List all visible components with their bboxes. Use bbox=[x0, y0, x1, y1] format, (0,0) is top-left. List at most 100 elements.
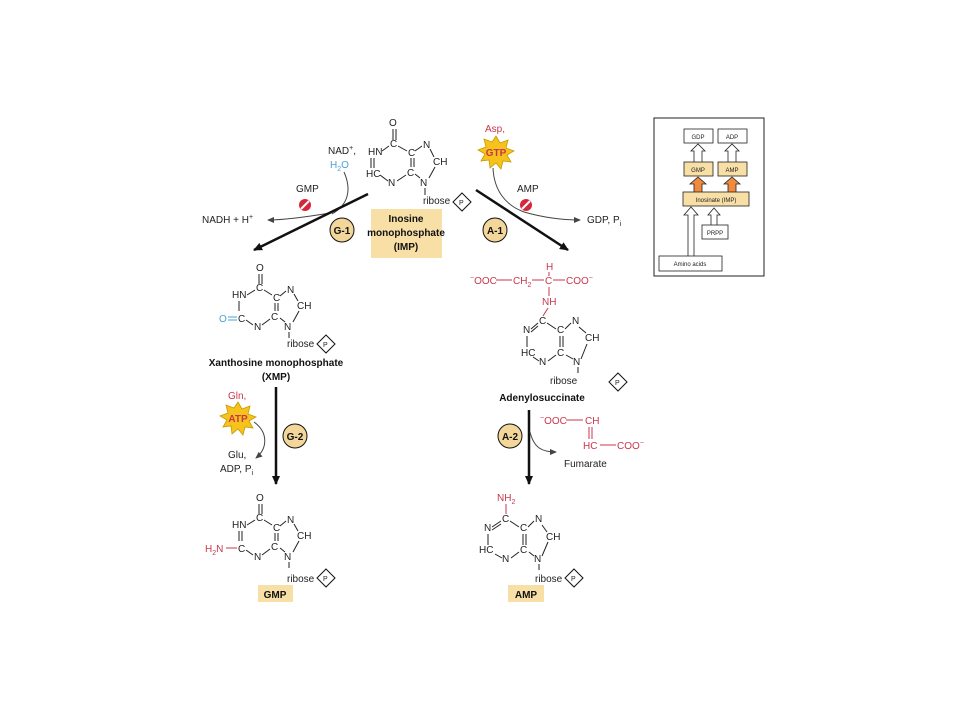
svg-text:C: C bbox=[557, 348, 564, 359]
svg-text:C: C bbox=[238, 544, 245, 555]
svg-text:P: P bbox=[323, 342, 328, 349]
svg-text:−OOC: −OOC bbox=[470, 275, 497, 287]
svg-text:HN: HN bbox=[232, 520, 246, 531]
svg-text:O: O bbox=[256, 263, 264, 274]
inset-gmp-label: GMP bbox=[691, 168, 705, 174]
svg-text:NH: NH bbox=[542, 297, 556, 308]
svg-text:CH: CH bbox=[546, 532, 560, 543]
svg-text:C: C bbox=[273, 523, 280, 534]
svg-text:C: C bbox=[557, 325, 564, 336]
inset-gdp-label: GDP bbox=[691, 135, 704, 141]
svg-text:CH: CH bbox=[297, 301, 311, 312]
atom-c: C bbox=[390, 139, 397, 150]
svg-text:ribose: ribose bbox=[550, 376, 578, 387]
phosphate-icon bbox=[452, 192, 472, 212]
svg-text:H: H bbox=[546, 262, 553, 273]
svg-text:−OOC: −OOC bbox=[540, 415, 567, 427]
phosphate-label: P bbox=[459, 200, 464, 207]
atom-hc: HC bbox=[366, 169, 380, 180]
nadh-label: NADH + H+ bbox=[202, 214, 253, 226]
imp-structure: O HN C C N CH HC N C N ribose P bbox=[366, 118, 472, 212]
fumarate-structure: −OOC CH HC COO− bbox=[540, 415, 644, 452]
atom-ch: CH bbox=[433, 157, 447, 168]
svg-text:C: C bbox=[256, 513, 263, 524]
inset-gmp-box bbox=[683, 161, 714, 177]
svg-text:C: C bbox=[545, 276, 552, 287]
inset-overview: GDP ADP GMP AMP Inosinate (IMP) PRPP Ami… bbox=[653, 117, 765, 277]
xmp-name-line2: (XMP) bbox=[262, 372, 290, 383]
svg-text:N: N bbox=[284, 552, 291, 563]
step-a1-label: A-1 bbox=[487, 226, 504, 237]
h2o-label: H2O bbox=[330, 160, 349, 173]
svg-text:N: N bbox=[573, 357, 580, 368]
inhibit-icon bbox=[520, 199, 532, 211]
svg-text:N: N bbox=[539, 357, 546, 368]
cofactor-curve bbox=[331, 171, 349, 215]
adenylosuccinate-name: Adenylosuccinate bbox=[499, 393, 585, 404]
inset-inosinate-label: Inosinate (IMP) bbox=[696, 198, 737, 204]
step-a2-label: A-2 bbox=[502, 432, 519, 443]
amp-inhibitor-label: AMP bbox=[517, 184, 539, 195]
svg-text:C: C bbox=[238, 314, 245, 325]
svg-text:HC: HC bbox=[479, 545, 493, 556]
atom-o: O bbox=[389, 118, 397, 129]
svg-text:P: P bbox=[571, 576, 576, 583]
svg-text:P: P bbox=[323, 576, 328, 583]
imp-name-line2: monophosphate bbox=[367, 228, 445, 239]
amp-structure: NH2 C N C N CH HC N C N ribose P bbox=[479, 493, 584, 588]
svg-text:HC: HC bbox=[521, 348, 535, 359]
imp-label-box bbox=[371, 209, 442, 258]
svg-text:N: N bbox=[287, 285, 294, 296]
step-g2-label: G-2 bbox=[287, 432, 304, 443]
adenylosuccinate-structure: H −OOC CH2 C COO− NH C N C N CH HC N C N… bbox=[470, 262, 628, 392]
glu-label: Glu, bbox=[228, 450, 246, 461]
svg-text:N: N bbox=[534, 554, 541, 565]
inset-adp-label: ADP bbox=[726, 135, 738, 141]
gmp-structure: O HN C C N CH H2N C N C N ribose P bbox=[205, 493, 336, 588]
svg-text:C: C bbox=[271, 542, 278, 553]
svg-text:C: C bbox=[273, 293, 280, 304]
nad-label: NAD+, bbox=[328, 145, 356, 157]
inset-amp-box bbox=[717, 161, 748, 177]
inset-amino-label: Amino acids bbox=[674, 262, 707, 268]
svg-text:ribose: ribose bbox=[287, 339, 315, 350]
atom-n: N bbox=[420, 178, 427, 189]
step-g1-label: G-1 bbox=[334, 226, 351, 237]
asp-label: Asp, bbox=[485, 124, 505, 135]
step-g2-badge bbox=[282, 423, 308, 449]
svg-text:N: N bbox=[254, 322, 261, 333]
imp-name-line1: Inosine bbox=[388, 214, 423, 225]
inhibit-icon bbox=[299, 199, 311, 211]
svg-text:HN: HN bbox=[232, 290, 246, 301]
svg-text:H2N: H2N bbox=[205, 544, 223, 557]
svg-text:N: N bbox=[572, 316, 579, 327]
svg-text:C: C bbox=[520, 545, 527, 556]
atp-star-icon: ATP bbox=[219, 401, 257, 436]
svg-text:O: O bbox=[256, 493, 264, 504]
inset-gdp-box bbox=[683, 128, 714, 144]
inset-adp-box bbox=[717, 128, 748, 144]
svg-text:N: N bbox=[502, 554, 509, 565]
atp-curve bbox=[253, 421, 266, 459]
svg-text:C: C bbox=[520, 523, 527, 534]
inset-amino-box bbox=[658, 255, 723, 272]
svg-text:CH: CH bbox=[297, 531, 311, 542]
inset-prpp-label: PRPP bbox=[707, 231, 723, 237]
svg-text:O: O bbox=[219, 314, 227, 325]
svg-text:C: C bbox=[539, 316, 546, 327]
svg-text:COO−: COO− bbox=[566, 275, 593, 287]
xmp-structure: O HN C C N CH O C N C N ribose P bbox=[219, 263, 336, 354]
svg-text:CH: CH bbox=[585, 416, 599, 427]
svg-text:ribose: ribose bbox=[535, 574, 563, 585]
gmp-label-box bbox=[258, 585, 293, 602]
svg-text:N: N bbox=[287, 515, 294, 526]
gmp-inhibitor-label: GMP bbox=[296, 184, 319, 195]
svg-text:C: C bbox=[271, 312, 278, 323]
svg-text:COO−: COO− bbox=[617, 440, 644, 452]
svg-text:N: N bbox=[284, 322, 291, 333]
adp-label: ADP, Pi bbox=[220, 464, 254, 477]
gtp-curve bbox=[492, 167, 525, 213]
svg-text:ribose: ribose bbox=[287, 574, 315, 585]
svg-text:N: N bbox=[535, 514, 542, 525]
